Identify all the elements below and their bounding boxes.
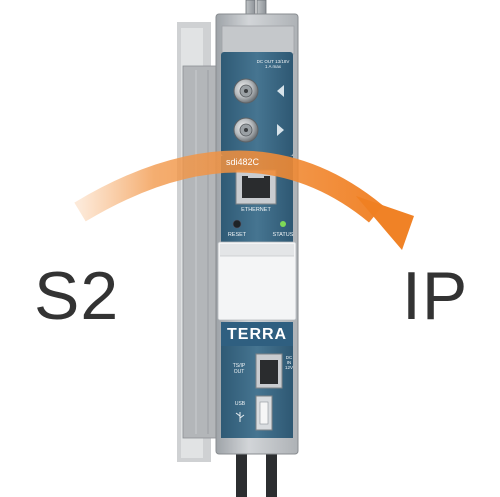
ethernet-label: ETHERNET [241, 207, 271, 213]
side-chassis [182, 65, 222, 439]
dc-out-label: DC OUT 13/18V 1 A max [256, 59, 290, 69]
f-connector-out [233, 117, 259, 143]
reset-button[interactable] [232, 219, 242, 229]
usb-icon [235, 412, 245, 422]
ts-ip-out-label: TS/IP OUT [232, 363, 246, 375]
arrow-right-icon [277, 124, 284, 136]
conversion-arrowhead [356, 196, 414, 250]
status-label: STATUS [272, 232, 294, 238]
bottom-f-connectors [236, 440, 277, 497]
conversion-arrow [74, 150, 383, 223]
top-grille [221, 25, 295, 55]
input-label-s2: S2 [34, 258, 120, 334]
brand-band [221, 322, 293, 346]
arrow-left-icon [277, 85, 284, 97]
reset-label: RESET [227, 232, 247, 238]
dc-in-label: DC IN 12V [284, 355, 293, 370]
f-connector-in [233, 78, 259, 104]
status-led [280, 221, 286, 227]
brand-logo: TERRA [227, 326, 288, 343]
output-label-ip: IP [402, 258, 469, 334]
model-label: sdi482C [226, 157, 260, 167]
front-door [217, 241, 297, 321]
usb-label: USB [234, 401, 246, 407]
